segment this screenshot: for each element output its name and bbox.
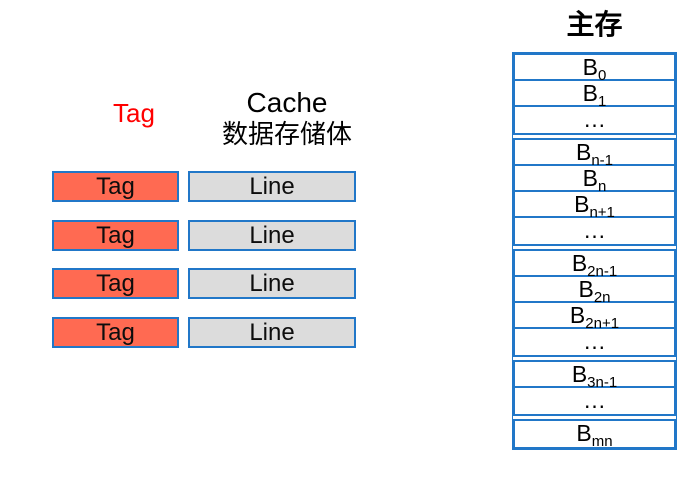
memory-block-label: … — [583, 106, 606, 132]
tag-box-label: Tag — [96, 173, 135, 200]
memory-block-row: Bn — [515, 165, 674, 195]
tag-box: Tag — [52, 268, 179, 299]
memory-block-label: B — [574, 191, 590, 217]
memory-section: Bmn — [513, 419, 676, 449]
line-box: Line — [188, 220, 356, 251]
memory-block-label: B — [578, 276, 594, 302]
memory-block-subscript: n — [598, 178, 607, 195]
cache-column-header: Cache 数据存储体 — [198, 86, 376, 149]
main-memory-title: 主存 — [566, 9, 623, 40]
memory-section: B3n-1 … — [513, 360, 676, 416]
memory-block-label: B — [571, 250, 588, 276]
memory-block-label: B — [582, 165, 598, 191]
tag-column-header: Tag — [113, 98, 155, 128]
cache-header-line1: Cache — [246, 87, 328, 118]
memory-block-row: B0 — [515, 54, 674, 84]
line-box: Line — [188, 317, 356, 348]
memory-block-subscript: n-1 — [591, 152, 614, 169]
memory-section: B0 B1 … — [513, 53, 676, 135]
memory-block-row: B2n-1 — [515, 250, 674, 280]
memory-block-row: B3n-1 — [515, 361, 674, 391]
line-box: Line — [188, 171, 356, 202]
cache-row: Tag Line — [0, 268, 692, 299]
memory-block-label: B — [576, 420, 592, 446]
memory-block-subscript: 0 — [598, 67, 607, 84]
memory-block-subscript: mn — [591, 433, 613, 450]
memory-section: B2n-1 B2n B2n+1 … — [513, 249, 676, 357]
main-memory-table: B0 B1 … Bn-1 Bn Bn+1 … B2n-1 B2n B2n+1 …… — [512, 52, 677, 450]
memory-block-subscript: 2n-1 — [587, 263, 618, 280]
memory-section: Bn-1 Bn Bn+1 … — [513, 138, 676, 246]
line-box: Line — [188, 268, 356, 299]
memory-block-subscript: 1 — [598, 93, 607, 110]
memory-block-row: B2n — [515, 276, 674, 306]
memory-block-label: B — [582, 54, 598, 80]
memory-block-row: Bmn — [515, 420, 674, 450]
memory-block-row: … — [515, 329, 674, 355]
tag-box-label: Tag — [96, 270, 135, 297]
memory-block-label: … — [583, 387, 606, 413]
line-box-label: Line — [249, 270, 295, 297]
memory-block-row: B2n+1 — [515, 302, 674, 332]
cache-row: Tag Line — [0, 317, 692, 348]
tag-box: Tag — [52, 220, 179, 251]
line-box-label: Line — [249, 173, 295, 200]
tag-box: Tag — [52, 317, 179, 348]
memory-block-row: … — [515, 388, 674, 414]
memory-block-subscript: n+1 — [589, 204, 615, 221]
line-box-label: Line — [249, 319, 295, 346]
memory-block-subscript: 3n-1 — [587, 374, 618, 391]
memory-block-row: Bn+1 — [515, 191, 674, 221]
memory-block-row: B1 — [515, 80, 674, 110]
memory-block-subscript: 2n+1 — [585, 315, 620, 332]
tag-box-label: Tag — [96, 222, 135, 249]
line-box-label: Line — [249, 222, 295, 249]
cache-row: Tag Line — [0, 220, 692, 251]
memory-block-subscript: 2n — [593, 289, 611, 306]
memory-block-label: … — [583, 217, 606, 243]
memory-block-label: B — [575, 139, 592, 165]
memory-block-label: B — [571, 361, 588, 387]
tag-box-label: Tag — [96, 319, 135, 346]
memory-block-row: … — [515, 107, 674, 133]
memory-block-label: B — [569, 302, 586, 328]
cache-row: Tag Line — [0, 171, 692, 202]
memory-block-label: … — [583, 328, 606, 354]
memory-block-row: Bn-1 — [515, 139, 674, 169]
memory-block-label: B — [582, 80, 598, 106]
tag-box: Tag — [52, 171, 179, 202]
cache-header-line2: 数据存储体 — [221, 119, 352, 149]
memory-block-row: … — [515, 218, 674, 244]
